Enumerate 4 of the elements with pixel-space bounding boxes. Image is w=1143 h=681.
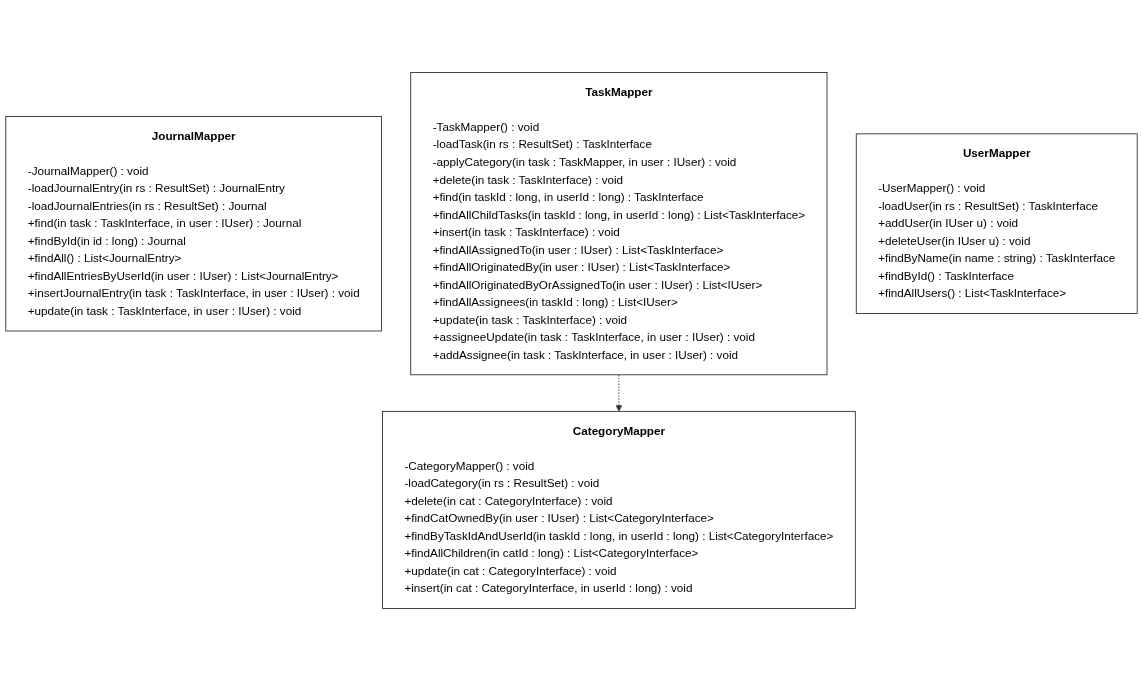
node-box: CategoryMapper -CategoryMapper() : void -loadCategory(in rs : ResultSet) : void +delete(in cat : CategoryInterface) : void +findCatOwnedBy(in user : IUser) : List<CategoryInterface> +findByTaskIdAndUserId(in taskId : long, in userId : long) : List<CategoryInterface> +findAllChildren(in catId : long) : List<CategoryInterface> +update(in cat : CategoryInterface) : void +insert(in cat : CategoryInterface, in userId : long) : void: [382, 410, 856, 609]
node-box: JournalMapper -JournalMapper() : void -loadJournalEntry(in rs : ResultSet) : JournalEntry -loadJournalEntries(in rs : ResultSet) : Journal +find(in task : TaskInterface, in user : IUser) : Journal +findById(in id : long) : Journal +findAll() : List<JournalEntry> +findAllEntriesByUserId(in user : IUser) : List<JournalEntry> +insertJournalEntry(in task : TaskInterface, in user : IUser) : void +update(in task : TaskInterface, in user : IUser) : void: [5, 115, 382, 332]
node-box: TaskMapper -TaskMapper() : void -loadTask(in rs : ResultSet) : TaskInterface -applyCategory(in task : TaskMapper, in user : IUser) : void +delete(in task : TaskInterface) : void +find(in taskId : long, in userId : long) : TaskInterface +findAllChildTasks(in taskId : long, in userId : long) : List<TaskInterface> +insert(in task : TaskInterface) : void +findAllAssignedTo(in user : IUser) : List<TaskInterface> +findAllOriginatedBy(in user : IUser) : List<TaskInterface> +findAllOriginatedByOrAssignedTo(in user : IUser) : List<IUser> +findAllAssignees(in taskId : long) : List<IUser> +update(in task : TaskInterface) : void +assigneeUpdate(in task : TaskInterface, in user : IUser) : void +addAssignee(in task : TaskInterface, in user : IUser) : void: [410, 72, 828, 376]
node-box: UserMapper -UserMapper() : void -loadUser(in rs : ResultSet) : TaskInterface +addUser(in IUser u) : void +deleteUser(in IUser u) : void +findByName(in name : string) : TaskInterface +findById() : TaskInterface +findAllUsers() : List<TaskInterface>: [855, 133, 1138, 314]
